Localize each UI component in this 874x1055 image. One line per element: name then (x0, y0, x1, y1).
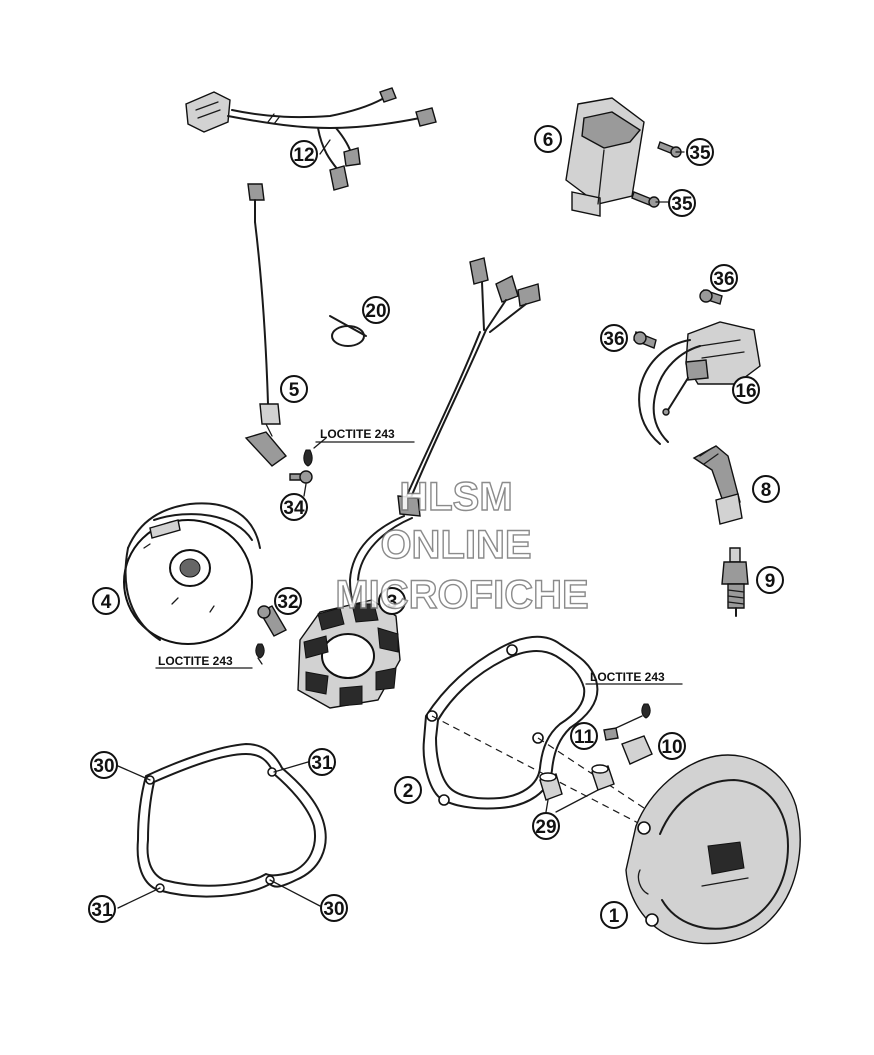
bolt-35-upper (657, 141, 682, 158)
callout-10-label: 10 (661, 737, 682, 758)
loctite-underlines (155, 441, 683, 685)
callout-6-label: 6 (543, 130, 554, 151)
callout-36-lower: 36 (600, 324, 628, 352)
callout-3: 3 (378, 587, 406, 615)
part-20-cable-tie (329, 315, 367, 347)
callout-32-label: 32 (277, 592, 298, 613)
loctite-label-34: LOCTITE 243 (320, 427, 395, 441)
loctite-label-11: LOCTITE 243 (590, 670, 665, 684)
bolt-35-lower (631, 191, 660, 208)
watermark-line-1: HLSM (399, 475, 512, 519)
callout-32: 32 (274, 587, 302, 615)
part-1-ignition-cover (625, 754, 801, 945)
callout-3-label: 3 (387, 592, 398, 613)
callout-16: 16 (732, 376, 760, 404)
callout-20-label: 20 (365, 301, 386, 322)
part-8-plug-connector (692, 445, 743, 525)
part-4-flywheel (123, 502, 261, 645)
callout-35b-label: 35 (671, 194, 693, 215)
callout-1-label: 1 (609, 906, 620, 927)
part-12-wiring-harness (185, 87, 437, 191)
callout-30b-label: 30 (323, 899, 344, 920)
part-9-spark-plug (721, 547, 749, 617)
part-10-cover-plate (621, 735, 653, 765)
callout-35-lower: 35 (668, 189, 696, 217)
part-29-dowel-left (539, 772, 563, 801)
callout-30-lower: 30 (320, 894, 348, 922)
callout-29: 29 (532, 812, 560, 840)
callout-31-lower: 31 (88, 895, 116, 923)
callout-30a-label: 30 (93, 756, 114, 777)
callout-5-label: 5 (289, 380, 300, 401)
callout-31a-label: 31 (311, 753, 333, 774)
callout-34-label: 34 (283, 498, 305, 519)
watermark: HLSM ONLINE MICROFICHE (335, 474, 590, 617)
assembly-guide-lines (431, 715, 651, 827)
part-6-cdi-unit (565, 97, 645, 217)
callout-11-label: 11 (574, 727, 595, 748)
leader-lines (117, 139, 685, 909)
watermark-line-2: ONLINE (380, 523, 531, 567)
callout-2-label: 2 (403, 781, 414, 802)
part-29-dowel-right (591, 764, 615, 791)
callout-36a-label: 36 (713, 269, 734, 290)
callout-1: 1 (600, 901, 628, 929)
part-34-bolt (289, 437, 327, 484)
callout-4: 4 (92, 587, 120, 615)
part-3-stator (297, 257, 541, 709)
part-32-bolt (255, 605, 287, 659)
bolt-36-upper (699, 289, 723, 305)
callout-31b-label: 31 (91, 900, 113, 921)
callout-36-upper: 36 (710, 264, 738, 292)
callout-10: 10 (658, 732, 686, 760)
loctite-label-32: LOCTITE 243 (158, 654, 233, 668)
callout-12-label: 12 (293, 145, 314, 166)
callout-20: 20 (362, 296, 390, 324)
callout-9: 9 (756, 566, 784, 594)
callout-4-label: 4 (101, 592, 112, 613)
callout-35-upper: 35 (686, 138, 714, 166)
part-16-ignition-coil (638, 321, 761, 445)
callout-11: 11 (570, 722, 598, 750)
callout-8-label: 8 (761, 480, 772, 501)
callout-36b-label: 36 (603, 329, 624, 350)
bolt-36-lower (633, 331, 657, 349)
part-11-screw (603, 703, 651, 741)
callout-34: 34 (280, 493, 308, 521)
part-2-cover-gasket (422, 635, 599, 810)
callout-5: 5 (280, 375, 308, 403)
watermark-line-3: MICROFICHE (335, 573, 588, 617)
callout-2: 2 (394, 776, 422, 804)
callout-12: 12 (290, 140, 318, 168)
callout-8: 8 (752, 475, 780, 503)
callout-30-upper: 30 (90, 751, 118, 779)
callout-9-label: 9 (765, 571, 776, 592)
callout-29-label: 29 (535, 817, 556, 838)
callout-31-upper: 31 (308, 748, 336, 776)
callout-35a-label: 35 (689, 143, 711, 164)
crankcase-gasket (136, 743, 327, 898)
callout-16-label: 16 (735, 381, 756, 402)
callout-6: 6 (534, 125, 562, 153)
part-5-ignition-lead (244, 183, 288, 467)
